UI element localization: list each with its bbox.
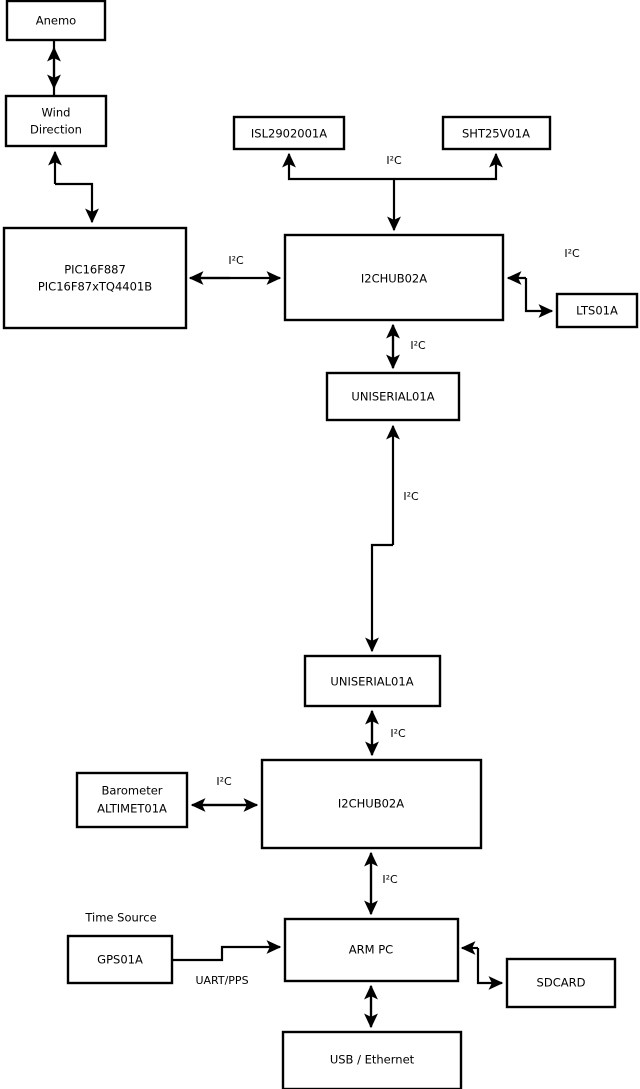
- node-sdcard-label: SDCARD: [537, 976, 586, 990]
- connection-gps-armpc: [172, 940, 282, 962]
- node-uniserial01a-lower-label: UNISERIAL01A: [330, 675, 413, 689]
- edge-label-i2c-uniserial-uniserial: I²C: [403, 490, 419, 503]
- edge-label-i2c-hub2-armpc: I²C: [382, 873, 398, 886]
- node-lts01a-label: LTS01A: [576, 304, 618, 318]
- node-sht25v01a-label: SHT25V01A: [462, 127, 530, 141]
- node-pic-mcu-label-line2: PIC16F87xTQ4401B: [38, 280, 152, 294]
- connection-uniserial-link-down: [365, 543, 393, 653]
- edge-label-i2c-hub-lts: I²C: [564, 247, 580, 260]
- connection-hub-sht: [394, 152, 503, 181]
- edge-label-uart-pps: UART/PPS: [195, 974, 248, 987]
- node-wind-direction-label-line1: Wind: [42, 106, 71, 120]
- node-barometer-label-line2: ALTIMET01A: [97, 802, 167, 816]
- edge-label-i2c-pic-hub: I²C: [228, 254, 244, 267]
- node-wind-direction-label-line2: Direction: [30, 123, 82, 137]
- node-i2chub02a-bottom[interactable]: I2CHUB02A: [260, 758, 483, 850]
- node-uniserial01a-upper-label: UNISERIAL01A: [351, 390, 434, 404]
- node-gps01a[interactable]: GPS01A: [66, 934, 174, 985]
- edge-label-i2c-barometer-hub2: I²C: [216, 775, 232, 788]
- label-time-source: Time Source: [84, 911, 156, 925]
- node-lts01a[interactable]: LTS01A: [555, 292, 639, 329]
- node-isl2902001a-label: ISL2902001A: [251, 127, 327, 141]
- node-pic-mcu[interactable]: PIC16F887 PIC16F87xTQ4401B: [2, 226, 188, 330]
- edge-label-i2c-hub-uniserial: I²C: [410, 339, 426, 352]
- node-wind-direction[interactable]: Wind Direction: [4, 94, 108, 148]
- edge-label-i2c-uniserial-hub2: I²C: [390, 727, 406, 740]
- connection-armpc-sdcard-out: [476, 948, 504, 990]
- node-barometer-label-line1: Barometer: [101, 784, 162, 798]
- node-barometer-altimet01a[interactable]: Barometer ALTIMET01A: [75, 771, 189, 829]
- node-isl2902001a[interactable]: ISL2902001A: [232, 115, 346, 151]
- node-arm-pc[interactable]: ARM PC: [283, 917, 460, 983]
- node-usb-ethernet[interactable]: USB / Ethernet: [281, 1030, 463, 1089]
- connections-layer: [47, 41, 554, 1029]
- node-arm-pc-label: ARM PC: [349, 943, 393, 957]
- node-pic-mcu-label-line1: PIC16F887: [64, 263, 126, 277]
- node-sdcard[interactable]: SDCARD: [505, 957, 617, 1009]
- node-i2chub02a-top[interactable]: I2CHUB02A: [283, 233, 505, 322]
- labels-layer: I²C I²C I²C I²C I²C I²C I²C I²C UART/PPS…: [84, 154, 580, 987]
- node-anemo-label: Anemo: [36, 14, 76, 28]
- connection-wind-pic-down: [55, 182, 99, 224]
- node-i2chub02a-top-label: I2CHUB02A: [361, 272, 427, 286]
- connection-hub-isl: [282, 152, 394, 181]
- node-i2chub02a-bottom-label: I2CHUB02A: [338, 797, 404, 811]
- node-uniserial01a-lower[interactable]: UNISERIAL01A: [303, 654, 442, 708]
- node-uniserial01a-upper[interactable]: UNISERIAL01A: [325, 371, 461, 422]
- node-sht25v01a[interactable]: SHT25V01A: [441, 115, 552, 151]
- node-gps01a-label: GPS01A: [97, 953, 143, 967]
- edge-label-i2c-isl-sht: I²C: [386, 154, 402, 167]
- node-usb-ethernet-label: USB / Ethernet: [330, 1053, 415, 1067]
- node-anemo[interactable]: Anemo: [5, 0, 107, 42]
- connection-hub-lts-out: [524, 278, 554, 318]
